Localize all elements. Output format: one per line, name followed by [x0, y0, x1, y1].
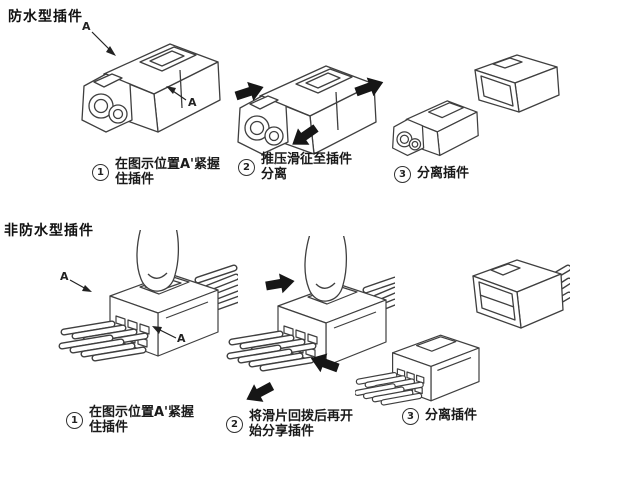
- figure-non-waterproof-step1: A A: [48, 230, 238, 405]
- connector-body: [237, 65, 377, 155]
- connector-drawing: [226, 236, 395, 402]
- caption-waterproof-step3: 3 分离插件: [394, 166, 469, 183]
- wires-left: [355, 372, 424, 406]
- thumb-press: [304, 236, 348, 302]
- caption-line: 始分享插件: [249, 423, 315, 439]
- step-number: 2: [238, 159, 255, 177]
- point-label-a: A: [177, 332, 186, 345]
- connector-body: [81, 43, 221, 133]
- step-number: 2: [226, 416, 243, 434]
- caption-line: 分离: [261, 166, 288, 182]
- wires-right: [362, 276, 395, 312]
- caption-line: 将滑片回拨后再开: [249, 409, 354, 424]
- point-label-a: A: [60, 270, 69, 283]
- figure-non-waterproof-step3: [355, 248, 570, 410]
- connector-drawing: [355, 259, 570, 406]
- step-number: 1: [92, 164, 109, 182]
- caption-line: 在图示位置A'紧握: [115, 157, 221, 172]
- caption-non-waterproof-step3: 3 分离插件: [402, 408, 477, 425]
- caption-line: 推压滑征至插件: [261, 152, 353, 167]
- point-label-a: A: [82, 20, 91, 33]
- caption-waterproof-step2: 2 推压滑征至插件 分离: [238, 152, 353, 183]
- figure-waterproof-step1: A A: [60, 20, 235, 158]
- connector-drawing: [81, 31, 221, 133]
- caption-line: 分离插件: [417, 166, 470, 182]
- section-title-non-waterproof: 非防水型插件: [4, 223, 94, 239]
- caption-line: 住插件: [89, 419, 129, 435]
- pointer-arrows: [69, 279, 177, 339]
- connector-half-large: [474, 54, 560, 113]
- point-label-a: A: [188, 96, 197, 109]
- caption-non-waterproof-step2: 2 将滑片回拨后再开 始分享插件: [226, 409, 354, 440]
- section-title-waterproof: 防水型插件: [8, 9, 83, 25]
- caption-waterproof-step1: 1 在图示位置A'紧握 住插件: [92, 157, 221, 188]
- connector-drawing: [392, 54, 560, 157]
- caption-line: 住插件: [115, 171, 155, 187]
- pointer-arrows: [91, 31, 187, 101]
- thumb-press: [136, 230, 180, 292]
- step-number: 3: [394, 166, 411, 183]
- connector-body: [277, 283, 387, 367]
- caption-line: 在图示位置A'紧握: [89, 405, 195, 420]
- figure-waterproof-step3: [385, 38, 575, 176]
- connector-half-small: [392, 100, 479, 157]
- figure-waterproof-step2: [230, 30, 400, 170]
- figure-non-waterproof-step2: [210, 236, 395, 411]
- wires-left: [226, 330, 317, 372]
- step-number: 1: [66, 412, 83, 430]
- connector-half-small: [355, 334, 480, 406]
- step-number: 3: [402, 408, 419, 425]
- connector-drawing: [234, 65, 384, 155]
- connector-half-large: [472, 259, 570, 329]
- caption-non-waterproof-step1: 1 在图示位置A'紧握 住插件: [66, 405, 195, 436]
- wires-left: [58, 320, 149, 362]
- direction-arrows: [246, 273, 340, 402]
- direction-arrows: [234, 77, 384, 145]
- connector-drawing: [58, 230, 238, 362]
- caption-line: 分离插件: [425, 408, 478, 424]
